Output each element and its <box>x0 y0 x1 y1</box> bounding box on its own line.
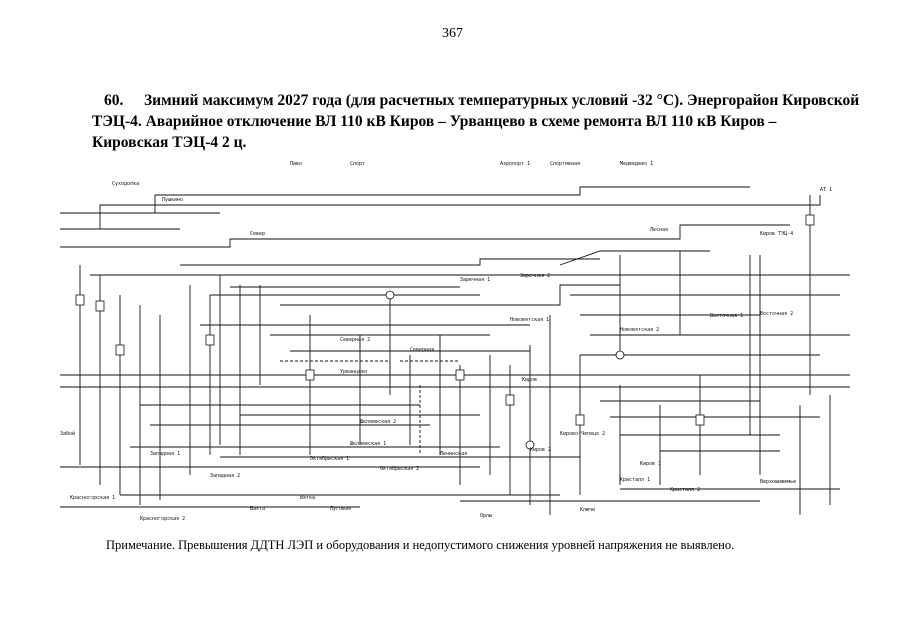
diagram-label: Пушкино <box>162 197 183 203</box>
heading-number: 60. <box>104 92 124 109</box>
diagram-label: Лесная <box>650 227 668 233</box>
diagram-label: Кристалл 2 <box>670 487 700 493</box>
diagram-label: Спортивная <box>550 161 580 167</box>
diagram-label: Красногорская 2 <box>140 516 185 522</box>
diagram-label: Красногорская 1 <box>70 495 115 501</box>
diagram-label: Нововятская 1 <box>510 317 549 323</box>
diagram-label: Спорт <box>350 161 365 167</box>
diagram-label: Вятка <box>300 495 315 501</box>
diagram-label: Ключи <box>580 507 595 513</box>
diagram-label: АТ 1 <box>820 187 832 193</box>
diagram-label: Нововятская 2 <box>620 327 659 333</box>
heading-line-2: ТЭЦ-4. Аварийное отключение ВЛ 110 кВ Ки… <box>92 113 777 130</box>
diagram-label: Восточная 1 <box>710 313 743 319</box>
diagram-label: Шкляевская 1 <box>350 441 386 447</box>
note-text: Примечание. Превышения ДДТН ЛЭП и оборуд… <box>106 538 735 552</box>
diagram-label: Заречная 1 <box>460 277 490 283</box>
diagram-label: Орлы <box>480 513 492 519</box>
network-scheme-svg: Суходолка Пушкино Пиво Спорт Аэропорт 1 … <box>60 161 850 522</box>
diagram-label: Восточная 2 <box>760 311 793 317</box>
page-number: 367 <box>442 26 463 41</box>
diagram-label: Луговая <box>330 506 351 512</box>
diagram-label: Киров 2 <box>530 447 551 453</box>
diagram-switches <box>75 214 815 450</box>
diagram-label: Киров ТЭЦ-4 <box>760 231 793 237</box>
diagram-label: Западная 1 <box>150 451 180 457</box>
heading-line-3: Кировская ТЭЦ-4 2 ц. <box>92 134 247 151</box>
diagram-labels: Суходолка Пушкино Пиво Спорт Аэропорт 1 … <box>60 161 832 522</box>
document-heading: 60. Зимний максимум 2027 года (для расче… <box>92 90 860 153</box>
diagram-label: Медведево 1 <box>620 161 653 167</box>
diagram-label: Пиво <box>290 161 302 167</box>
diagram-label: Кирово-Чепецк 2 <box>560 431 605 437</box>
diagram-label: Заречная 2 <box>520 273 550 279</box>
diagram-label: Октябрьская 2 <box>380 465 419 472</box>
diagram-label: Верхошижемье <box>760 479 796 485</box>
diagram-label: Север <box>250 231 265 237</box>
diagram-label: Киров 1 <box>640 461 661 467</box>
diagram-label: Урванцево <box>340 369 367 375</box>
diagram-label: Киров <box>522 377 537 383</box>
network-scheme-diagram: Суходолка Пушкино Пиво Спорт Аэропорт 1 … <box>60 155 850 530</box>
diagram-wires <box>60 186 850 515</box>
diagram-label: Ленинская <box>440 451 467 457</box>
diagram-label: Северная <box>410 347 434 353</box>
diagram-label: Октябрьская 1 <box>310 455 349 462</box>
diagram-label: Западная 2 <box>210 473 240 479</box>
diagram-label: Кристалл 1 <box>620 477 650 483</box>
diagram-label: Суходолка <box>112 181 139 187</box>
diagram-label: Забой <box>60 430 75 437</box>
diagram-label: Северная 2 <box>340 337 370 343</box>
diagram-label: Аэропорт 1 <box>500 161 530 167</box>
diagram-label: Шкляевская 2 <box>360 419 396 425</box>
diagram-label: Бахта <box>250 506 265 512</box>
heading-line-1: Зимний максимум 2027 года (для расчетных… <box>144 92 860 109</box>
